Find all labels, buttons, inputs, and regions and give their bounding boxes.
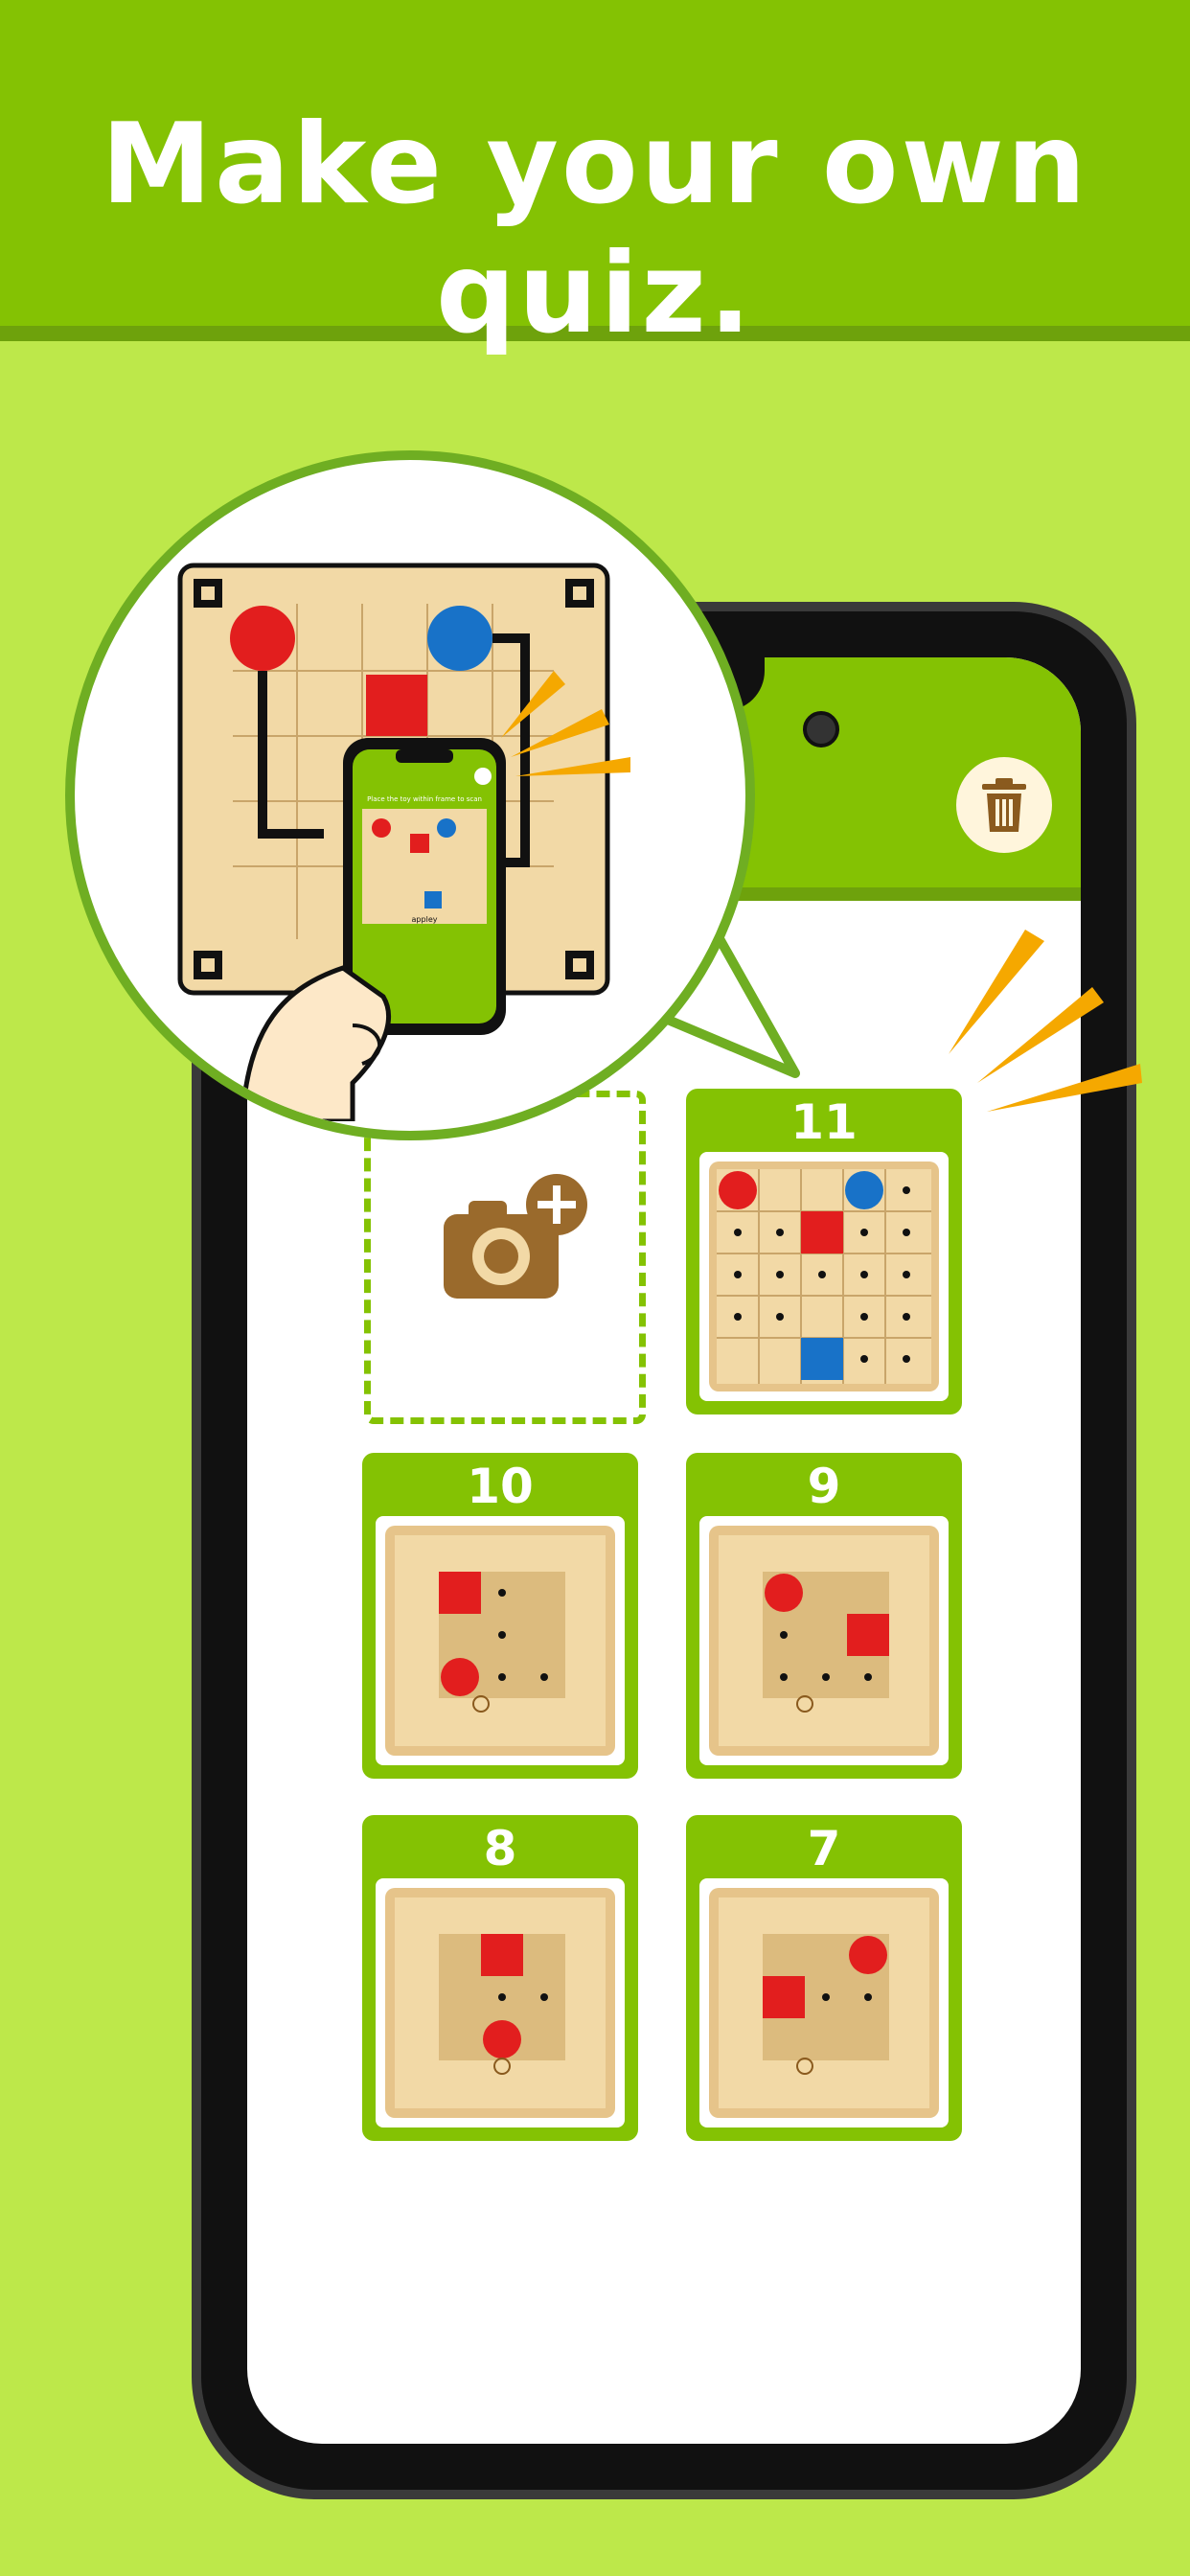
quiz-number: 9 bbox=[807, 1459, 841, 1514]
quiz-card-9[interactable]: 9 bbox=[686, 1453, 962, 1779]
burst-lines bbox=[949, 930, 1142, 1112]
quiz-thumbnail bbox=[376, 1516, 625, 1765]
board-thumbnail bbox=[385, 1888, 615, 2118]
board-thumbnail bbox=[709, 1526, 939, 1756]
quiz-thumbnail bbox=[376, 1878, 625, 2128]
quiz-thumbnail bbox=[699, 1878, 949, 2128]
quiz-card-10[interactable]: 10 bbox=[362, 1453, 638, 1779]
quiz-thumbnail bbox=[699, 1152, 949, 1401]
board-thumbnail bbox=[709, 1888, 939, 2118]
camera-plus-icon bbox=[444, 1174, 587, 1299]
quiz-card-7[interactable]: 7 bbox=[686, 1815, 962, 2141]
scan-illustration: Place the toy within frame to scan apple… bbox=[177, 563, 630, 1121]
scan-instruction: Place the toy within frame to scan bbox=[367, 795, 482, 803]
top-banner bbox=[0, 0, 1190, 341]
trash-icon bbox=[982, 778, 1026, 832]
quiz-number: 8 bbox=[483, 1821, 517, 1876]
quiz-number: 10 bbox=[467, 1459, 534, 1514]
front-camera bbox=[803, 711, 839, 748]
quiz-thumbnail bbox=[699, 1516, 949, 1765]
board-thumbnail bbox=[709, 1162, 939, 1392]
quiz-card-11[interactable]: 11 bbox=[686, 1089, 962, 1414]
quiz-number: 11 bbox=[790, 1094, 858, 1150]
scan-illustration-bubble: Place the toy within frame to scan apple… bbox=[65, 450, 755, 1140]
scan-brand: appley bbox=[412, 915, 438, 924]
board-thumbnail bbox=[385, 1526, 615, 1756]
quiz-card-8[interactable]: 8 bbox=[362, 1815, 638, 2141]
add-quiz-card[interactable] bbox=[364, 1091, 646, 1424]
trash-button[interactable] bbox=[956, 757, 1052, 853]
quiz-number: 7 bbox=[807, 1821, 841, 1876]
headline: Make your own quiz. bbox=[101, 100, 1089, 358]
